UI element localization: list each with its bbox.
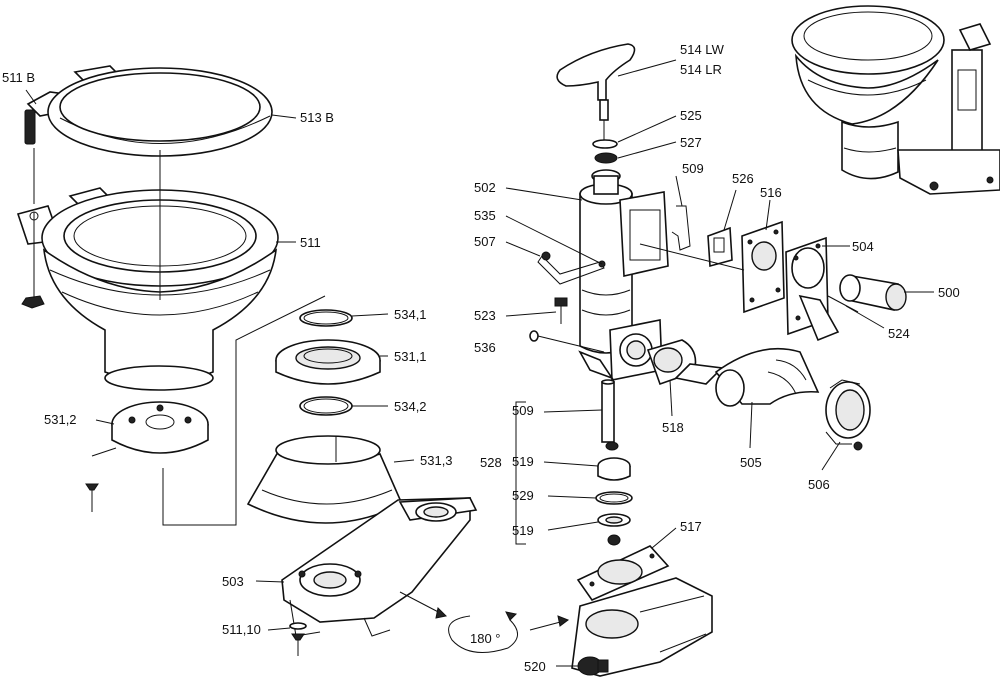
ring-534-2 xyxy=(299,396,353,416)
pump-body-502 xyxy=(578,169,669,381)
clip-509-top xyxy=(671,205,691,251)
label-180: 180 ° xyxy=(470,631,501,646)
toilet-bowl xyxy=(16,148,279,391)
label-502: 502 xyxy=(474,180,496,195)
washers-525-527 xyxy=(592,139,618,164)
label-519-top: 519 xyxy=(512,454,534,469)
label-507: 507 xyxy=(474,234,496,249)
drain-plug-520 xyxy=(577,656,609,676)
label-531-1: 531,1 xyxy=(394,349,427,364)
label-535: 535 xyxy=(474,208,496,223)
screw-left xyxy=(85,483,99,512)
label-506: 506 xyxy=(808,477,830,492)
label-519-bottom: 519 xyxy=(512,523,534,538)
pin-523 xyxy=(554,297,568,324)
assembled-toilet xyxy=(791,5,1000,195)
label-513b: 513 B xyxy=(300,110,334,125)
leader-lines xyxy=(25,59,934,667)
label-511: 511 xyxy=(300,235,321,250)
gasket-526 xyxy=(707,226,733,268)
label-520: 520 xyxy=(524,659,546,674)
rotation-180-symbol xyxy=(448,611,518,653)
label-528: 528 xyxy=(480,455,502,470)
label-524: 524 xyxy=(888,326,910,341)
label-514lw: 514 LW xyxy=(680,42,725,57)
pump-base xyxy=(571,577,713,677)
elbow-504 xyxy=(785,236,859,342)
bolt-536 xyxy=(529,330,605,353)
label-511b: 511 B xyxy=(2,70,35,85)
label-525: 525 xyxy=(680,108,702,123)
label-504: 504 xyxy=(852,239,874,254)
hose-505 xyxy=(714,347,820,407)
cone-531-3 xyxy=(246,435,404,524)
label-534-2: 534,2 xyxy=(394,399,427,414)
label-500: 500 xyxy=(938,285,960,300)
label-534-1: 534,1 xyxy=(394,307,427,322)
part-labels: 511 B 513 B 511 534,1 531,1 534,2 531,2 … xyxy=(2,42,960,674)
toilet-lid-and-seat xyxy=(24,65,273,157)
ring-534-1 xyxy=(299,309,353,327)
label-503: 503 xyxy=(222,574,244,589)
label-527: 527 xyxy=(680,135,702,150)
label-517: 517 xyxy=(680,519,702,534)
flap-518 xyxy=(646,339,724,386)
ring-506 xyxy=(825,379,871,451)
label-531-2: 531,2 xyxy=(44,412,77,427)
valve-plate-516 xyxy=(639,220,785,314)
screw-511-10 xyxy=(289,622,307,656)
hose-500 xyxy=(839,274,907,311)
label-505: 505 xyxy=(740,455,762,470)
label-536: 536 xyxy=(474,340,496,355)
label-511-10: 511,10 xyxy=(222,622,261,637)
gasket-517 xyxy=(576,545,670,602)
label-509-top: 509 xyxy=(682,161,704,176)
base-503 xyxy=(281,497,478,637)
flange-531-2 xyxy=(111,401,209,454)
label-514lr: 514 LR xyxy=(680,62,722,77)
label-529: 529 xyxy=(512,488,534,503)
label-516: 516 xyxy=(760,185,782,200)
label-518: 518 xyxy=(662,420,684,435)
label-531-3: 531,3 xyxy=(420,453,453,468)
pump-handle-514 xyxy=(556,43,636,142)
label-523: 523 xyxy=(474,308,496,323)
label-526: 526 xyxy=(732,171,754,186)
label-509-bottom: 509 xyxy=(512,403,534,418)
flange-531-1 xyxy=(275,339,381,385)
valve-stack-528 xyxy=(595,379,633,546)
